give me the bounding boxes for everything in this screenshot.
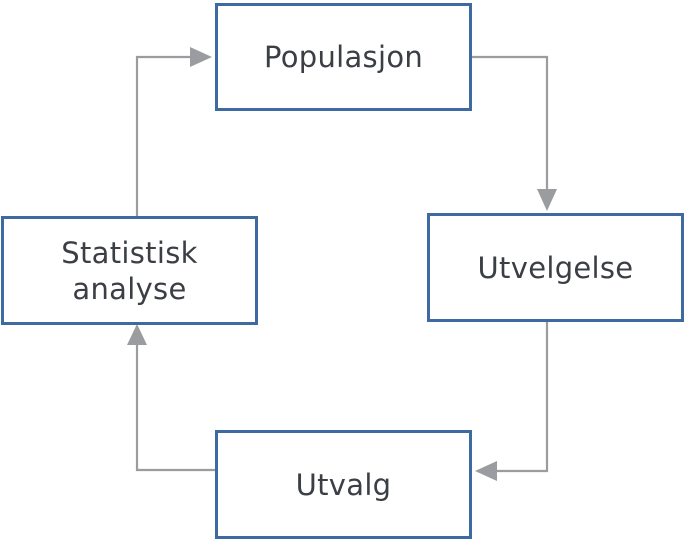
arrowhead-analyse bbox=[127, 324, 147, 345]
arrow-utvelgelse-to-utvalg bbox=[494, 322, 549, 473]
node-populasjon: Populasjon bbox=[215, 3, 472, 111]
arrow-utvalg-to-analyse bbox=[135, 343, 215, 472]
node-statistisk-analyse-label: Statistisk analyse bbox=[61, 235, 198, 306]
node-utvelgelse: Utvelgelse bbox=[427, 213, 684, 322]
node-utvalg: Utvalg bbox=[215, 430, 472, 539]
arrowhead-utvelgelse bbox=[537, 189, 557, 211]
node-populasjon-label: Populasjon bbox=[263, 40, 424, 74]
node-utvalg-label: Utvalg bbox=[295, 467, 392, 502]
arrowhead-populasjon bbox=[190, 47, 212, 67]
arrow-analyse-to-populasjon bbox=[135, 55, 193, 216]
node-statistisk-analyse: Statistisk analyse bbox=[1, 216, 258, 325]
arrowhead-utvalg bbox=[475, 461, 497, 481]
arrow-populasjon-to-utvelgelse bbox=[472, 55, 549, 192]
node-utvelgelse-label: Utvelgelse bbox=[477, 250, 634, 285]
